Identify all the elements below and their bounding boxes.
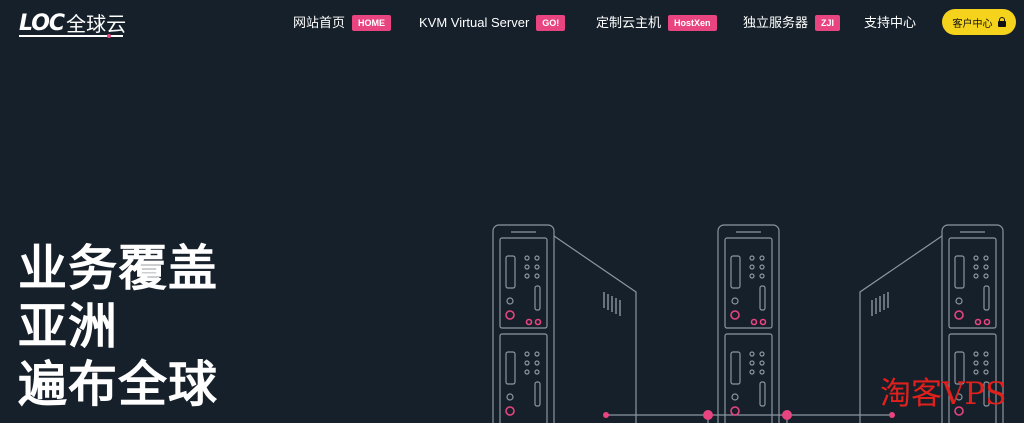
nav-item-home[interactable]: 网站首页 HOME [293,12,392,34]
server-rack-right-icon [859,224,1004,423]
client-center-label: 客户中心 [952,18,993,30]
client-center-button[interactable]: 客户中心 [942,9,1016,35]
nav-item-support[interactable]: 支持中心 [864,12,916,34]
nav-badge: GO! [536,15,566,31]
hero-title: 业务覆盖 亚洲 遍布全球 [18,240,218,414]
nav-label: 支持中心 [864,15,917,30]
nav-badge: ZJI [815,15,841,31]
nav-badge: HostXen [668,15,717,31]
site-header: LOC 全球云 网站首页 HOME KVM Virtual Server GO!… [0,0,1024,46]
server-rack-left-icon [492,224,637,423]
logo-latin-text: LOC [19,11,65,36]
nav-badge: HOME [352,15,392,31]
logo-dot [107,34,111,38]
logo-underline [19,35,123,37]
nav-label: 独立服务器 [743,15,809,30]
nav-item-dedicated-server[interactable]: 独立服务器 ZJI [743,12,841,34]
hero-line: 业务覆盖 [18,240,219,297]
nav-label: 定制云主机 [596,15,662,30]
nav-item-custom-cloud[interactable]: 定制云主机 HostXen [596,12,717,34]
watermark-text: 淘客VPS [880,376,1007,412]
nav-label: KVM Virtual Server [419,15,530,30]
server-rack-center-icon [717,224,780,423]
nav-label: 网站首页 [293,15,346,30]
hero-line: 亚洲 [18,298,119,355]
server-illustration [492,224,1004,423]
site-logo[interactable]: LOC 全球云 [19,7,127,38]
hero-line: 遍布全球 [18,356,219,413]
logo-cn-text: 全球云 [66,12,127,36]
lock-icon [997,17,1006,27]
nav-item-kvm[interactable]: KVM Virtual Server GO! [419,12,566,34]
